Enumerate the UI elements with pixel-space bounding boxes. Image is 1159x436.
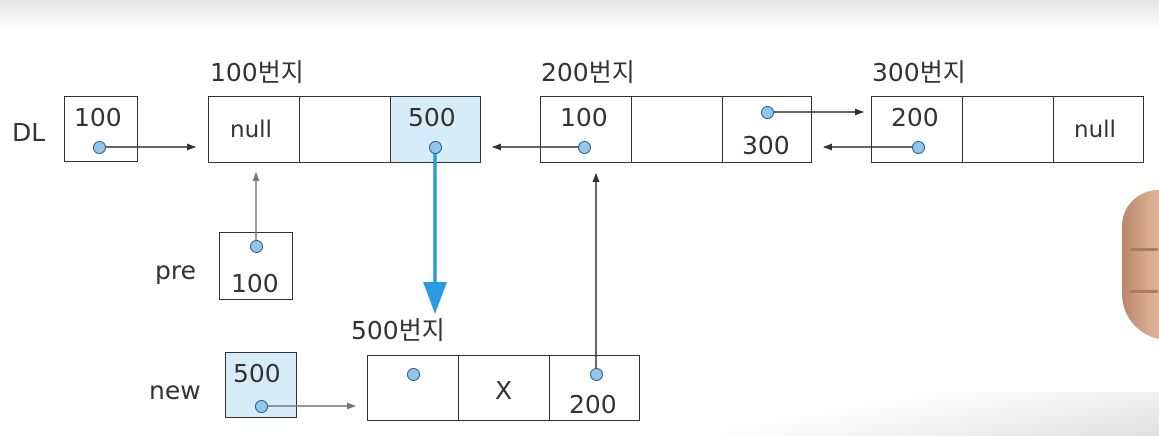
node-500-data-value: X — [495, 376, 513, 405]
pre-pointer-dot — [250, 240, 263, 253]
node-100-llink: null — [208, 96, 300, 163]
node-500-rlink-dot — [590, 368, 603, 381]
node-100-data — [299, 96, 391, 163]
node-200-llink-dot — [578, 141, 591, 154]
bottom-right-shade — [720, 392, 1159, 436]
new-pointer-dot — [255, 400, 268, 413]
new-label: new — [149, 376, 201, 405]
node-200-rlink-dot — [761, 106, 774, 119]
arrow-node100-rlink-head — [423, 282, 447, 314]
node-300-rlink-value: null — [1074, 117, 1116, 143]
address-label-100: 100번지 — [210, 58, 304, 87]
top-shadow — [0, 0, 1159, 30]
node-100-rlink-value: 500 — [408, 103, 456, 132]
presenter-hand — [1122, 190, 1159, 340]
node-300-rlink: null — [1053, 96, 1144, 163]
node-500-rlink-value: 200 — [569, 390, 617, 419]
node-300-llink-value: 200 — [891, 103, 939, 132]
node-500-rlink: 200 — [549, 355, 640, 421]
node-100-rlink-dot — [429, 141, 442, 154]
node-200-llink-value: 100 — [560, 103, 608, 132]
node-300-data — [962, 96, 1054, 163]
new-value: 500 — [233, 359, 281, 388]
dl-value: 100 — [74, 103, 122, 132]
pre-value: 100 — [231, 269, 279, 298]
node-200-rlink-value: 300 — [742, 131, 790, 160]
node-100-llink-value: null — [230, 117, 272, 143]
node-300-llink-dot — [912, 141, 925, 154]
new-pointer-box: 500 — [225, 352, 297, 418]
dl-label: DL — [12, 118, 46, 147]
address-label-300: 300번지 — [872, 58, 966, 87]
address-label-500: 500번지 — [351, 316, 445, 345]
dl-pointer-dot — [93, 141, 106, 154]
address-label-200: 200번지 — [541, 58, 635, 87]
hand-knuckle-2 — [1130, 290, 1158, 293]
node-500-data: X — [458, 355, 550, 421]
node-200-data — [631, 96, 723, 163]
node-500-llink — [367, 355, 459, 421]
node-500-llink-dot — [407, 368, 420, 381]
pre-label: pre — [155, 256, 196, 285]
hand-knuckle-1 — [1130, 248, 1158, 251]
